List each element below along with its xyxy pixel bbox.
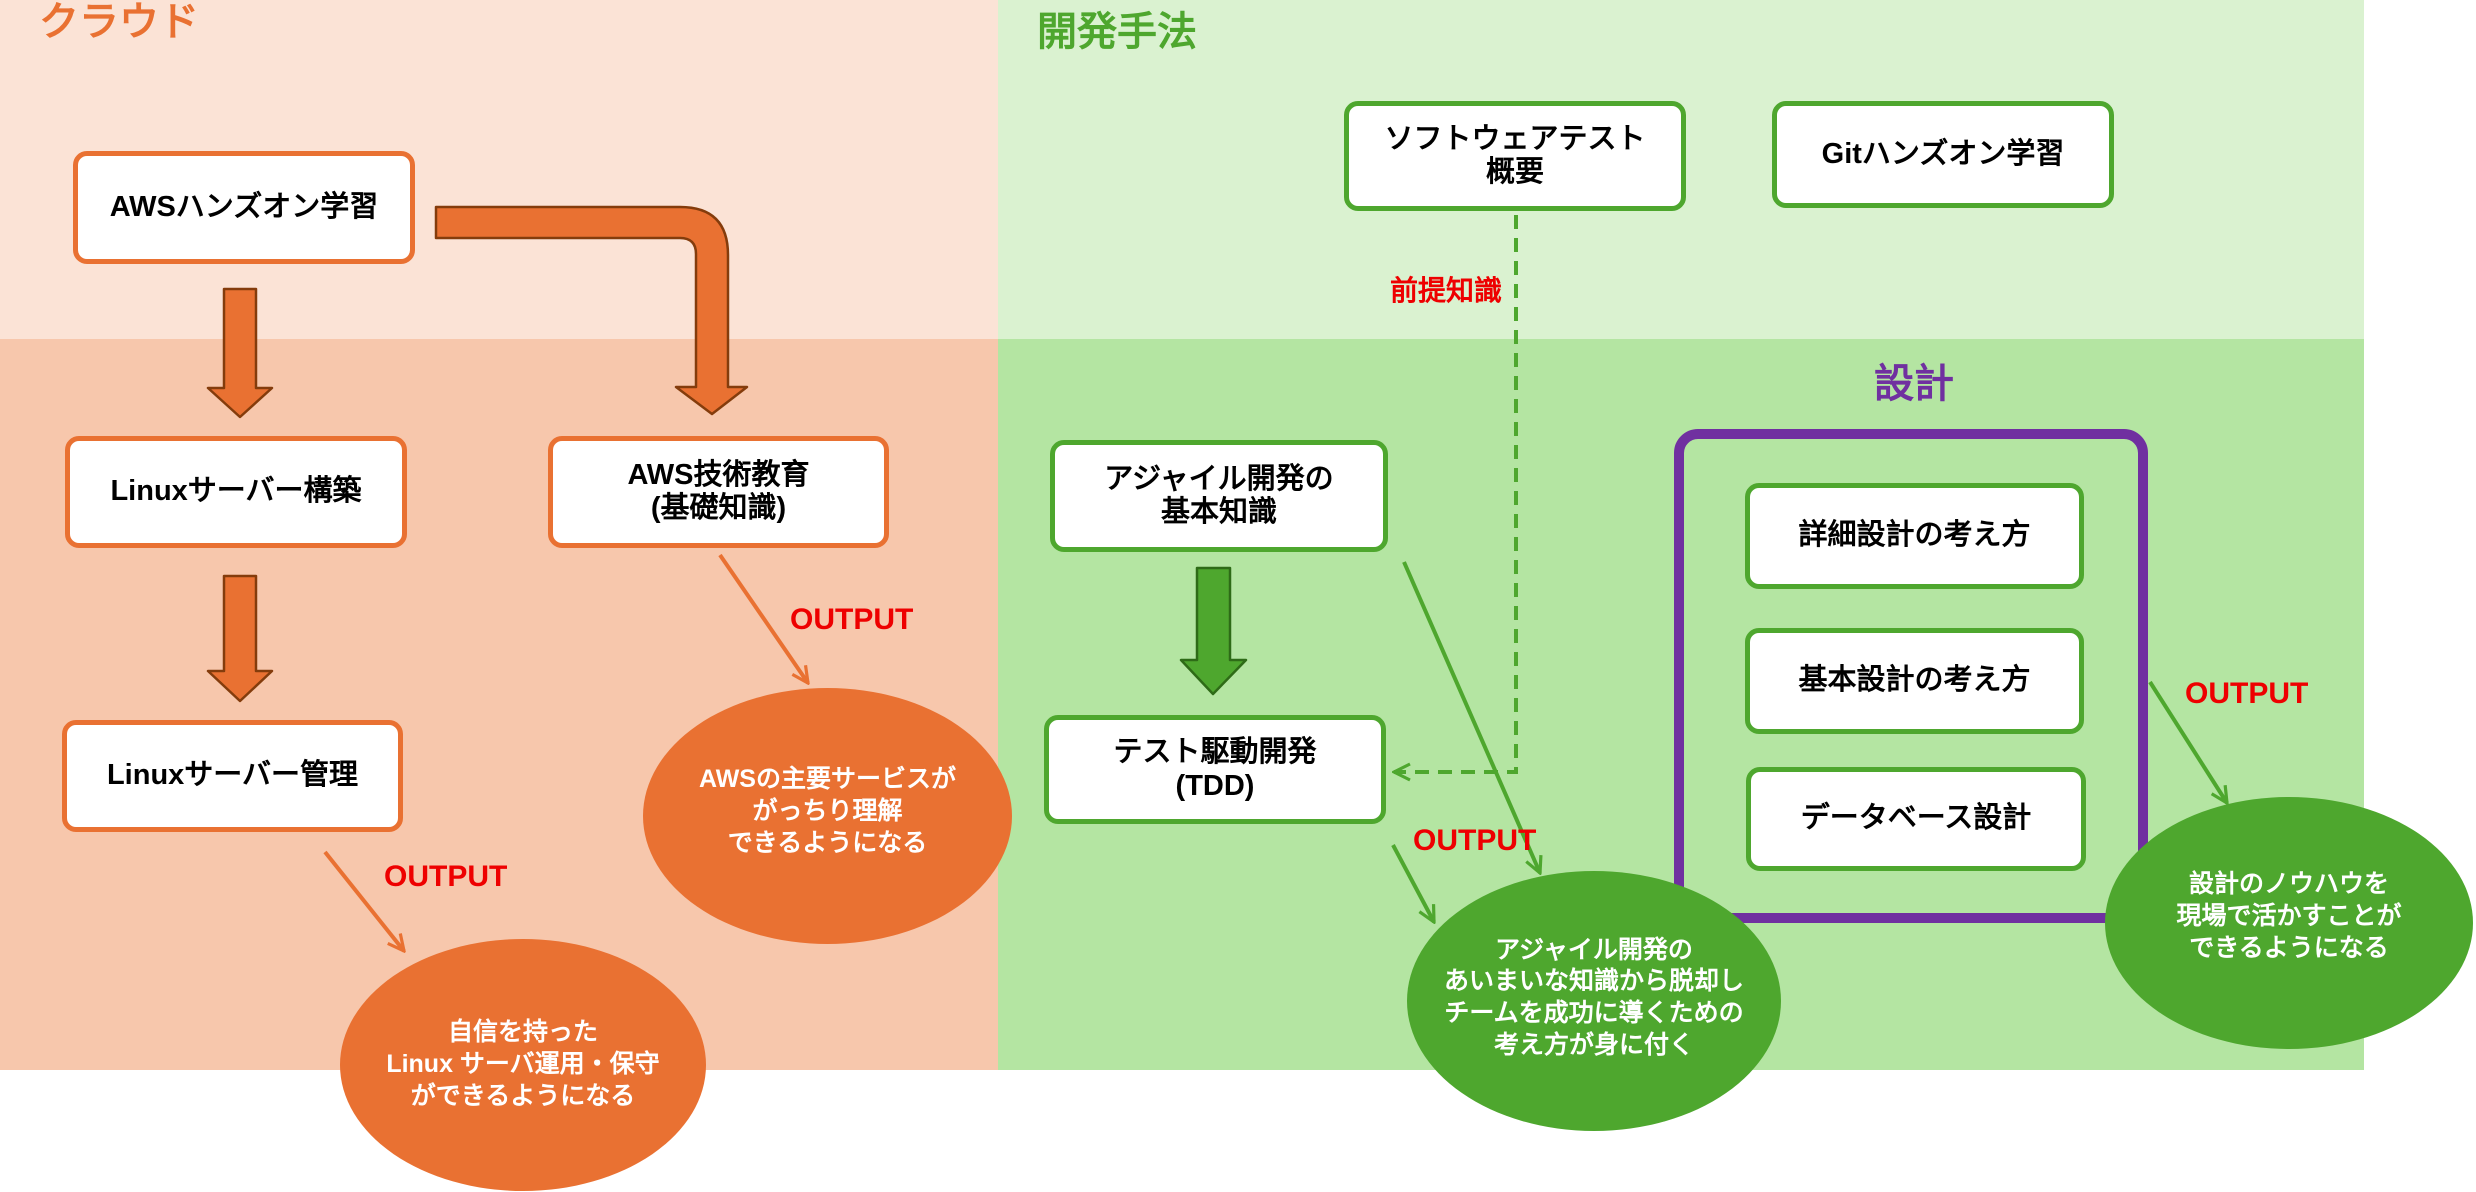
software-test-line-1: ソフトウェアテスト <box>1384 122 1646 155</box>
linux-server-build-label: Linuxサーバー構築 <box>110 475 362 508</box>
linux-server-build-box: Linuxサーバー構築 <box>65 436 407 548</box>
agile-goal-line-2: あいまいな知識から脱却し <box>1443 967 1744 996</box>
output-arrow-aws <box>718 553 808 683</box>
git-handson-box: Gitハンズオン学習 <box>1772 101 2114 208</box>
basic-design-box: 基本設計の考え方 <box>1745 628 2084 734</box>
output-label-design: OUTPUT <box>2185 677 2309 710</box>
aws-education-box: AWS技術教育 (基礎知識) <box>548 436 889 548</box>
design-goal-ellipse: 設計のノウハウを 現場で活かすことが できるようになる <box>2105 797 2473 1049</box>
output-label-aws: OUTPUT <box>790 603 914 636</box>
linux-goal-line-2: Linux サーバ運用・保守 <box>386 1050 660 1079</box>
aws-goal-line-2: がっちり理解 <box>752 797 903 826</box>
tdd-box: テスト駆動開発 (TDD) <box>1044 715 1386 824</box>
tdd-line-1: テスト駆動開発 <box>1113 736 1317 769</box>
software-test-line-2: 概要 <box>1485 156 1544 188</box>
aws-education-line-2: (基礎知識) <box>650 492 787 524</box>
design-goal-line-1: 設計のノウハウを <box>2188 870 2389 899</box>
output-arrow-tdd <box>1391 844 1436 922</box>
linux-goal-line-1: 自信を持った <box>447 1018 598 1047</box>
cloud-section-title: クラウド <box>39 0 199 44</box>
output-label-linux: OUTPUT <box>384 860 508 893</box>
output-label-tdd: OUTPUT <box>1413 824 1537 857</box>
design-group-frame <box>1674 429 2148 923</box>
database-design-label: データベース設計 <box>1800 802 2032 835</box>
design-goal-line-3: できるようになる <box>2189 933 2389 962</box>
agile-goal-line-4: 考え方が身に付く <box>1493 1030 1694 1059</box>
agile-goal-line-1: アジャイル開発の <box>1495 935 1693 964</box>
output-arrow-linux <box>323 850 404 951</box>
arrow-linux-build-to-linux-manage <box>206 574 274 703</box>
aws-goal-ellipse: AWSの主要サービスが がっちり理解 できるようになる <box>643 688 1012 944</box>
detailed-design-box: 詳細設計の考え方 <box>1745 483 2084 589</box>
aws-handson-label: AWSハンズオン学習 <box>109 190 379 223</box>
arrow-agile-to-agile-goal <box>1402 561 1540 873</box>
aws-education-line-1: AWS技術教育 <box>627 458 810 491</box>
prerequisite-label: 前提知識 <box>1390 275 1503 306</box>
agile-goal-ellipse: アジャイル開発の あいまいな知識から脱却し チームを成功に導くための 考え方が身… <box>1407 871 1781 1131</box>
linux-goal-ellipse: 自信を持った Linux サーバ運用・保守 ができるようになる <box>340 939 706 1191</box>
linux-goal-line-3: ができるようになる <box>410 1081 636 1110</box>
detailed-design-label: 詳細設計の考え方 <box>1798 519 2031 552</box>
aws-handson-box: AWSハンズオン学習 <box>73 151 415 264</box>
tdd-line-2: (TDD) <box>1175 769 1255 802</box>
design-goal-line-2: 現場で活かすことが <box>2176 902 2402 931</box>
basic-design-label: 基本設計の考え方 <box>1798 664 2031 697</box>
agile-basics-box: アジャイル開発の 基本知識 <box>1050 440 1388 552</box>
aws-goal-line-1: AWSの主要サービスが <box>699 765 956 794</box>
linux-server-manage-label: Linuxサーバー管理 <box>106 759 359 792</box>
dev-method-section-title: 開発手法 <box>1037 10 1197 54</box>
arrow-agile-to-tdd <box>1179 566 1248 696</box>
linux-server-manage-box: Linuxサーバー管理 <box>62 720 403 832</box>
git-handson-label: Gitハンズオン学習 <box>1821 137 2065 170</box>
software-test-overview-box: ソフトウェアテスト 概要 <box>1344 101 1686 211</box>
arrow-aws-handson-to-linux-build <box>206 287 274 419</box>
prerequisite-dashed-arrow <box>1394 215 1518 772</box>
agile-basics-line-2: 基本知識 <box>1160 496 1277 528</box>
output-arrow-design <box>2148 680 2227 803</box>
agile-goal-line-3: チームを成功に導くための <box>1444 999 1744 1027</box>
aws-goal-line-3: できるようになる <box>727 828 928 857</box>
design-group-title: 設計 <box>1874 362 1954 406</box>
database-design-box: データベース設計 <box>1746 767 2086 871</box>
agile-basics-line-1: アジャイル開発の <box>1104 462 1334 495</box>
arrow-aws-handson-to-aws-education <box>434 205 749 416</box>
